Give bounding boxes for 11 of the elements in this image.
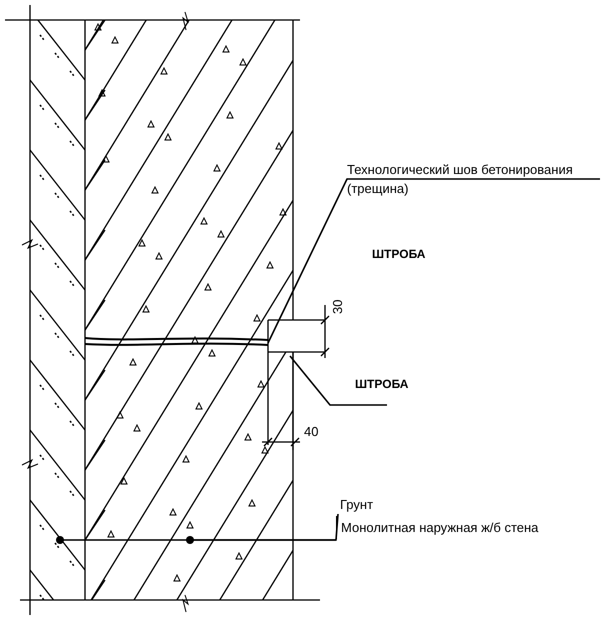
leader-line [56,514,339,544]
leader-line [186,536,336,544]
leader-line [267,178,600,344]
dimension-value: 40 [304,424,318,439]
callout-text: Грунт [340,497,374,512]
callout-box: Монолитная наружная ж/б стена [336,516,603,539]
leader-line [289,356,387,406]
callout-text: Технологический шов бетонирования (трещина) [347,160,587,198]
part-label: ШТРОБА [372,247,426,261]
callout-text: ШТРОБА [355,377,408,391]
dimension-value: 30 [330,300,345,314]
